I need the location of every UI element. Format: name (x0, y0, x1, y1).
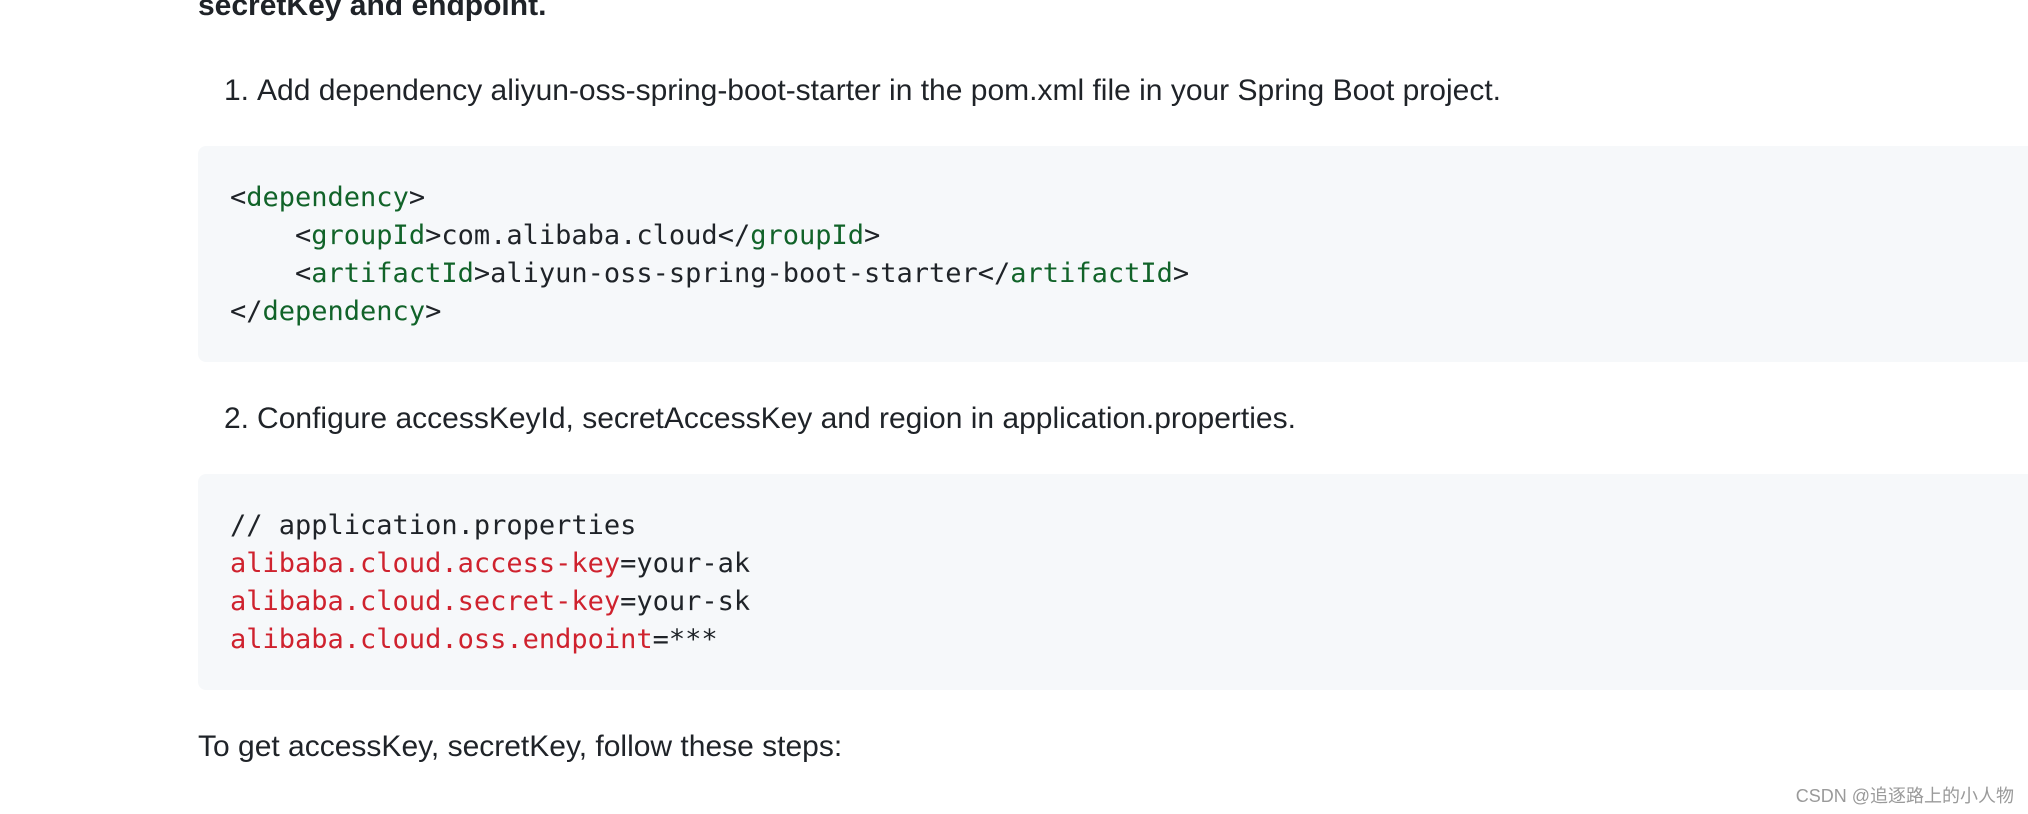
code-block-xml: <dependency> <groupId>com.alibaba.cloud<… (198, 146, 2028, 362)
property-value: =your-sk (620, 586, 751, 617)
property-key: alibaba.cloud.oss.endpoint (230, 624, 653, 655)
xml-value: aliyun-oss-spring-boot-starter (490, 258, 978, 289)
code-comment: // application.properties (230, 510, 637, 541)
property-value: =your-ak (620, 548, 751, 579)
xml-tag: groupId (311, 220, 426, 251)
code-block-properties: // application.properties alibaba.cloud.… (198, 474, 2028, 690)
xml-tag: artifactId (311, 258, 474, 289)
code-line: <dependency> (230, 182, 426, 213)
step-number: 1. (224, 74, 250, 107)
property-key: alibaba.cloud.secret-key (230, 586, 621, 617)
section-heading-fragment: secretKey and endpoint. (198, 0, 547, 22)
xml-tag: groupId (750, 220, 864, 251)
property-value: =*** (652, 624, 718, 655)
instructions-paragraph: To get accessKey, secretKey, follow thes… (198, 730, 843, 763)
step-text: Configure accessKeyId, secretAccessKey a… (257, 402, 1296, 435)
code-line: alibaba.cloud.access-key=your-ak (230, 545, 2028, 583)
step-text: Add dependency aliyun-oss-spring-boot-st… (257, 74, 1501, 107)
code-line: </dependency> (230, 296, 442, 327)
code-line: <artifactId>aliyun-oss-spring-boot-start… (230, 258, 1190, 289)
code-line: alibaba.cloud.oss.endpoint=*** (230, 621, 2028, 659)
xml-value: com.alibaba.cloud (441, 220, 718, 251)
code-line: <groupId>com.alibaba.cloud</groupId> (230, 220, 881, 251)
step-2: 2.Configure accessKeyId, secretAccessKey… (224, 399, 1296, 439)
property-key: alibaba.cloud.access-key (230, 548, 621, 579)
csdn-watermark: CSDN @追逐路上的小人物 (1795, 786, 2014, 806)
code-line: alibaba.cloud.secret-key=your-sk (230, 583, 2028, 621)
xml-tag: dependency (246, 182, 409, 213)
xml-tag: artifactId (1010, 258, 1173, 289)
xml-tag: dependency (262, 296, 426, 327)
step-number: 2. (224, 402, 250, 435)
step-1: 1.Add dependency aliyun-oss-spring-boot-… (224, 71, 1501, 111)
